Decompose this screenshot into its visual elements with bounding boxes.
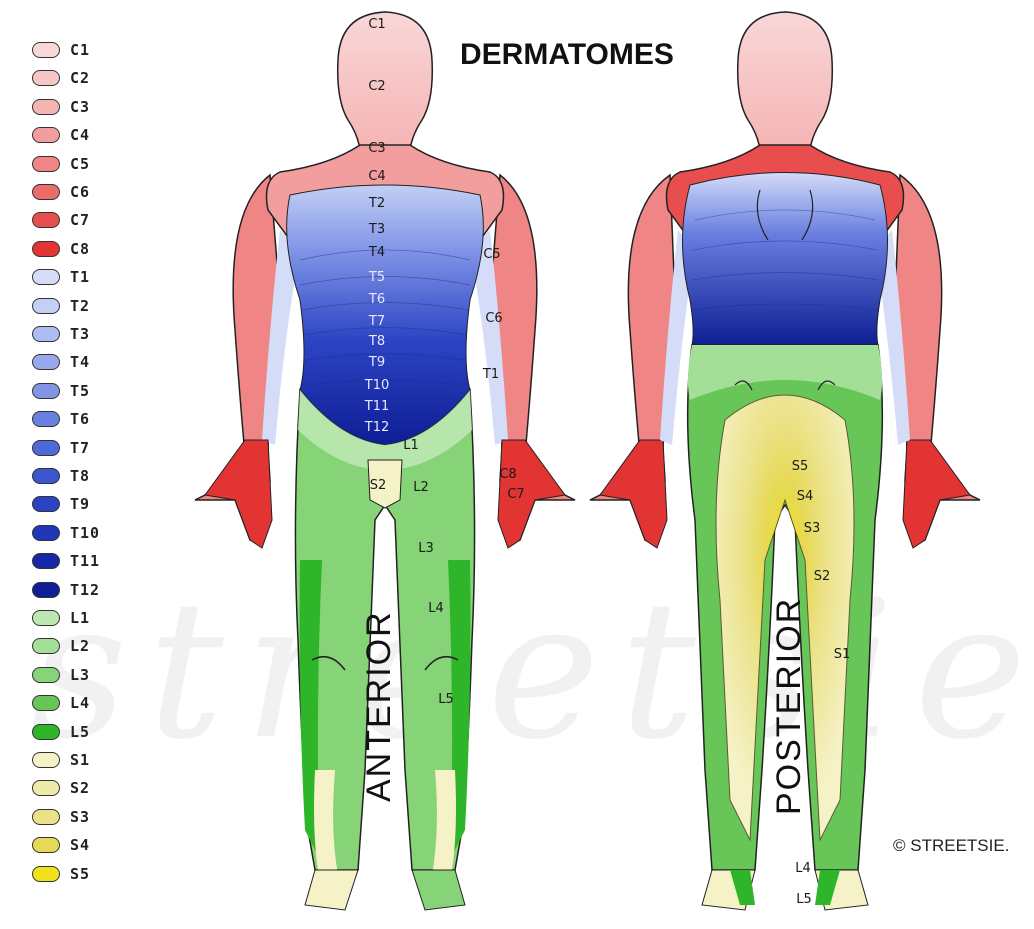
anterior-zone-label: S2: [370, 478, 387, 493]
anterior-zone-label: L3: [418, 541, 434, 556]
anterior-zone-label: T11: [364, 399, 389, 414]
anterior-zone-label: T8: [368, 334, 385, 349]
anterior-zone-label: T2: [368, 196, 385, 211]
anterior-zone-label: T5: [368, 270, 385, 285]
anterior-zone-label: C1: [368, 17, 385, 32]
anterior-zone-label: C2: [368, 79, 385, 94]
anterior-zone-label: T1: [482, 367, 499, 382]
anterior-zone-label: C8: [499, 467, 516, 482]
anterior-zone-label: C6: [485, 311, 502, 326]
anterior-zone-label: L2: [413, 480, 429, 495]
anterior-zone-label: C7: [507, 487, 524, 502]
anterior-zone-label: T10: [364, 378, 389, 393]
anterior-zone-label: T9: [368, 355, 385, 370]
posterior-label: POSTERIOR: [770, 597, 809, 815]
anterior-zone-label: T12: [364, 420, 389, 435]
posterior-zone-label: S5: [792, 459, 809, 474]
copyright-notice: © STREETSIE.: [893, 836, 1009, 856]
anterior-zone-label: C4: [368, 169, 385, 184]
posterior-zone-label: S4: [797, 489, 814, 504]
anterior-zone-label: T7: [368, 314, 385, 329]
anterior-zone-label: T3: [368, 222, 385, 237]
posterior-zone-label: L5: [796, 892, 812, 907]
anterior-label: ANTERIOR: [360, 610, 399, 802]
anterior-zone-label: C3: [368, 141, 385, 156]
posterior-zone-label: S3: [804, 521, 821, 536]
anterior-zone-label: C5: [483, 247, 500, 262]
anterior-zone-label: L5: [438, 692, 454, 707]
posterior-zone-label: L4: [795, 861, 811, 876]
posterior-zone-label: S1: [834, 647, 851, 662]
anterior-zone-label: T6: [368, 292, 385, 307]
anterior-zone-label: T4: [368, 245, 385, 260]
posterior-zone-label: S2: [814, 569, 831, 584]
anterior-zone-label: L4: [428, 601, 444, 616]
anterior-zone-label: L1: [403, 438, 419, 453]
